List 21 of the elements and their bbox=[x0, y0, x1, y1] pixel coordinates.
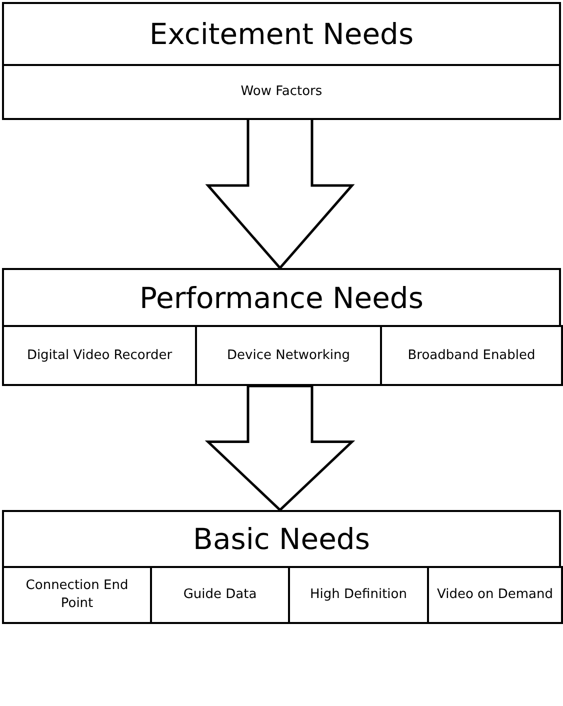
feature-box bbox=[380, 325, 563, 386]
category-heading: Basic Needs bbox=[192, 521, 371, 558]
block-arrow bbox=[204, 384, 356, 512]
feature-box bbox=[150, 566, 290, 624]
category-heading: Performance Needs bbox=[138, 280, 424, 316]
feature-box bbox=[2, 566, 152, 624]
feature-box bbox=[427, 566, 563, 624]
feature-box bbox=[2, 64, 561, 120]
category-box bbox=[2, 268, 561, 386]
category-heading: Excitement Needs bbox=[148, 16, 415, 53]
category-box bbox=[2, 510, 561, 622]
feature-label: Digital Video Recorder bbox=[26, 346, 174, 365]
feature-label: Video on Demand bbox=[436, 586, 554, 604]
feature-label: Guide Data bbox=[182, 586, 258, 604]
feature-label: Broadband Enabled bbox=[406, 346, 536, 365]
feature-label: High Definition bbox=[309, 586, 408, 604]
feature-label: Device Networking bbox=[226, 346, 351, 365]
feature-label: Wow Factors bbox=[240, 83, 324, 102]
category-box bbox=[2, 2, 561, 118]
feature-box bbox=[288, 566, 429, 624]
feature-label: Connection End Point bbox=[24, 577, 130, 613]
